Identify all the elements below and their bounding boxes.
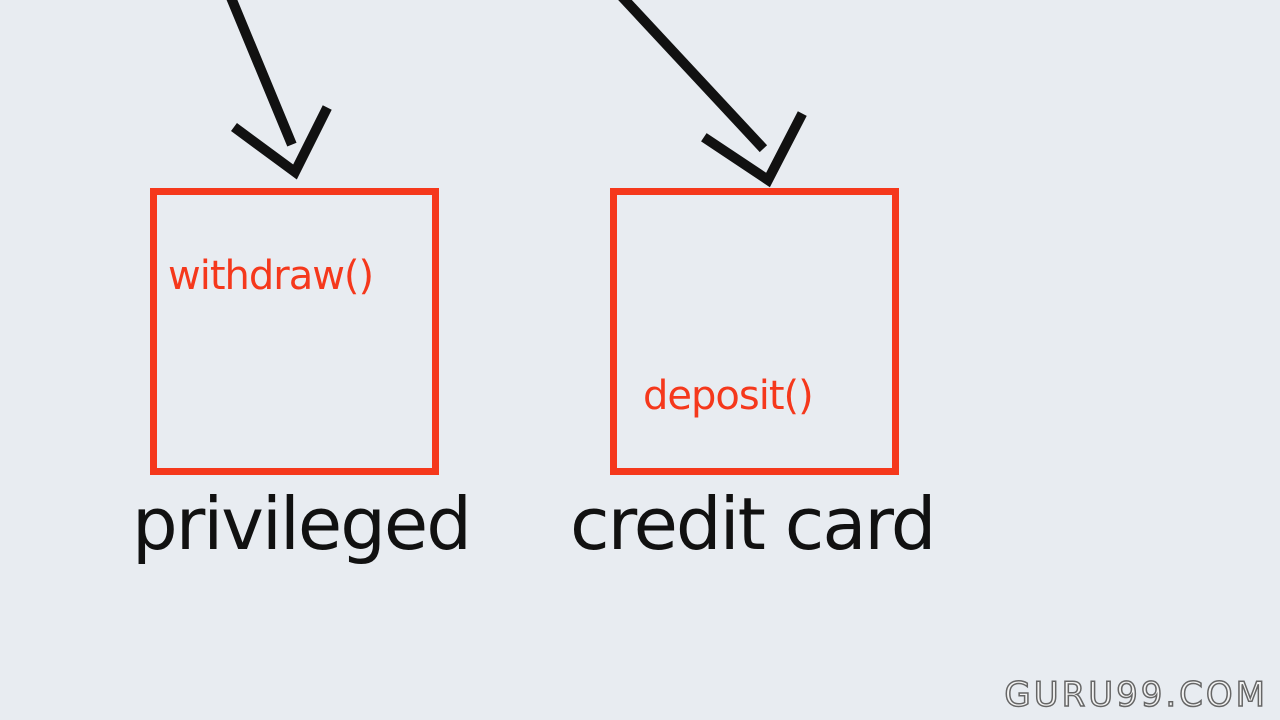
- method-label-deposit: deposit(): [643, 373, 814, 419]
- class-caption-credit-card: credit card: [570, 482, 936, 566]
- arrow-to-credit-card: [618, 0, 807, 188]
- arrow-shaft-credit-card: [618, 0, 768, 153]
- arrow-shaft-privileged: [226, 0, 297, 147]
- watermark-logo: GURU99.COM: [1004, 675, 1268, 715]
- class-box-privileged: [150, 188, 439, 475]
- method-label-withdraw: withdraw(): [168, 253, 374, 299]
- class-caption-privileged: privileged: [132, 482, 472, 566]
- arrow-head-credit-card: [701, 111, 807, 188]
- arrow-head-privileged: [231, 105, 332, 180]
- arrow-to-privileged: [226, 0, 332, 180]
- class-box-credit-card: [610, 188, 899, 475]
